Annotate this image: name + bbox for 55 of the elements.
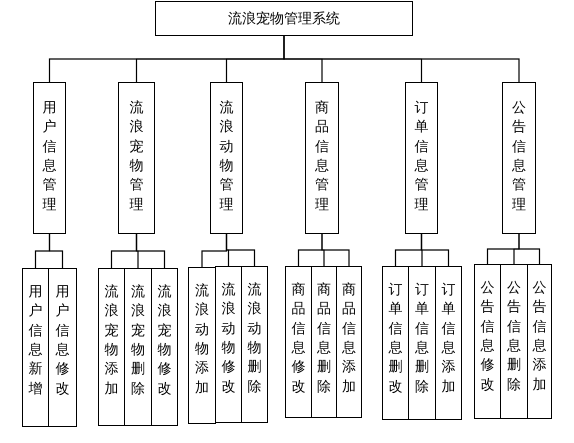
module-label: 订单信息删除: [415, 281, 429, 397]
module-label: 公告信息修改: [480, 279, 494, 395]
module-box: [124, 268, 152, 426]
module-label: 流浪宠物管理系统: [228, 10, 340, 28]
module-label: 订单信息管理: [414, 99, 428, 215]
connector-line: [518, 234, 540, 264]
module-box: [33, 82, 66, 234]
module-box: [98, 268, 125, 426]
module-label: 用户信息管理: [42, 99, 56, 215]
module-box: [285, 266, 312, 418]
module-label: 商品信息删除: [317, 281, 331, 397]
module-box: [405, 82, 438, 234]
module-label: 用户信息修改: [56, 283, 70, 399]
module-label: 流浪宠物添加: [104, 283, 118, 399]
module-label: 流浪宠物修改: [158, 283, 172, 399]
connector-line: [283, 36, 520, 82]
module-box: [382, 266, 409, 420]
module-box: [311, 266, 337, 418]
connector-line: [321, 234, 350, 266]
module-box: [408, 266, 436, 420]
module-box: [474, 264, 501, 419]
module-box: [118, 82, 155, 234]
module-label: 公告信息删除: [507, 279, 521, 395]
module-box: [500, 264, 528, 419]
module-box: [527, 264, 552, 419]
module-label: 公告信息管理: [512, 99, 526, 215]
module-label: 商品信息管理: [315, 99, 329, 215]
module-box: [210, 82, 243, 234]
module-label: 流浪动物删除: [248, 281, 262, 397]
module-box: [22, 268, 49, 427]
module-label: 流浪动物修改: [222, 281, 236, 397]
module-box: [435, 266, 462, 420]
connector-line: [420, 234, 450, 266]
title-box: [155, 1, 413, 36]
module-label: 流浪宠物管理: [130, 99, 144, 215]
module-box: [241, 266, 268, 423]
module-box: [215, 266, 242, 423]
module-box: [305, 82, 339, 234]
module-box: [48, 268, 77, 427]
module-label: 流浪动物添加: [195, 282, 209, 398]
module-label: 订单信息添加: [442, 281, 456, 397]
module-box: [502, 82, 536, 234]
connector-line: [48, 234, 64, 268]
module-box: [151, 268, 178, 426]
module-box: [336, 266, 362, 418]
module-label: 订单信息删改: [388, 281, 402, 397]
module-label: 商品信息添加: [342, 281, 356, 397]
module-label: 流浪宠物删除: [131, 283, 145, 399]
connector-line: [136, 234, 166, 268]
module-label: 商品信息修改: [292, 281, 306, 397]
connector-line: [226, 234, 256, 266]
module-label: 流浪动物管理: [220, 99, 234, 215]
module-label: 用户信息新增: [28, 283, 42, 399]
module-box: [188, 267, 216, 424]
module-label: 公告信息添加: [532, 279, 546, 395]
